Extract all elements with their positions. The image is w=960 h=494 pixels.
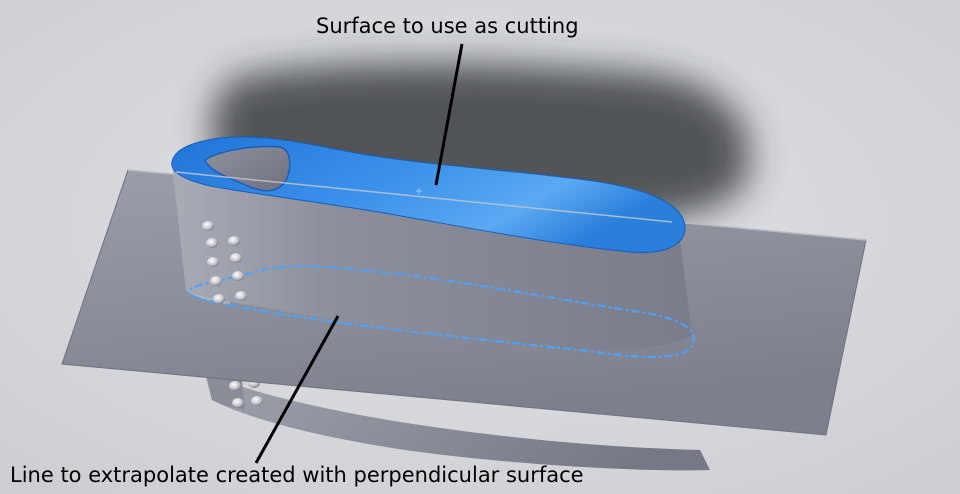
cutting-surface[interactable] xyxy=(171,136,686,254)
grey-dimple-icon xyxy=(251,396,263,406)
grey-dimple-icon xyxy=(206,238,218,248)
origin-marker-icon xyxy=(416,188,422,194)
grey-dimple-icon xyxy=(229,381,241,391)
grey-dimple-icon xyxy=(213,294,225,304)
callout-line-cutting-surface xyxy=(434,43,464,186)
grey-dimple-icon xyxy=(228,236,240,246)
cutting-surface-label: Surface to use as cutting xyxy=(316,14,579,38)
grey-dimple-icon xyxy=(202,221,214,231)
plane-intersection-line xyxy=(175,171,673,223)
grey-dimple-icon xyxy=(207,257,219,267)
extrapolate-line-label: Line to extrapolate created with perpend… xyxy=(10,463,584,487)
grey-dimple-icon xyxy=(232,271,244,281)
grey-dimple-icon xyxy=(230,253,242,263)
heel-cutout xyxy=(204,145,291,192)
grey-dimple-icon xyxy=(232,398,244,408)
side-pins xyxy=(202,221,247,304)
extrapolate-line[interactable] xyxy=(188,264,695,359)
callout-line-extrapolate xyxy=(254,315,340,464)
grey-dimple-icon xyxy=(235,291,247,301)
insole-side-wall[interactable] xyxy=(172,162,692,350)
lower-body-shadow-part xyxy=(205,372,710,471)
grey-dimple-icon xyxy=(210,276,222,286)
